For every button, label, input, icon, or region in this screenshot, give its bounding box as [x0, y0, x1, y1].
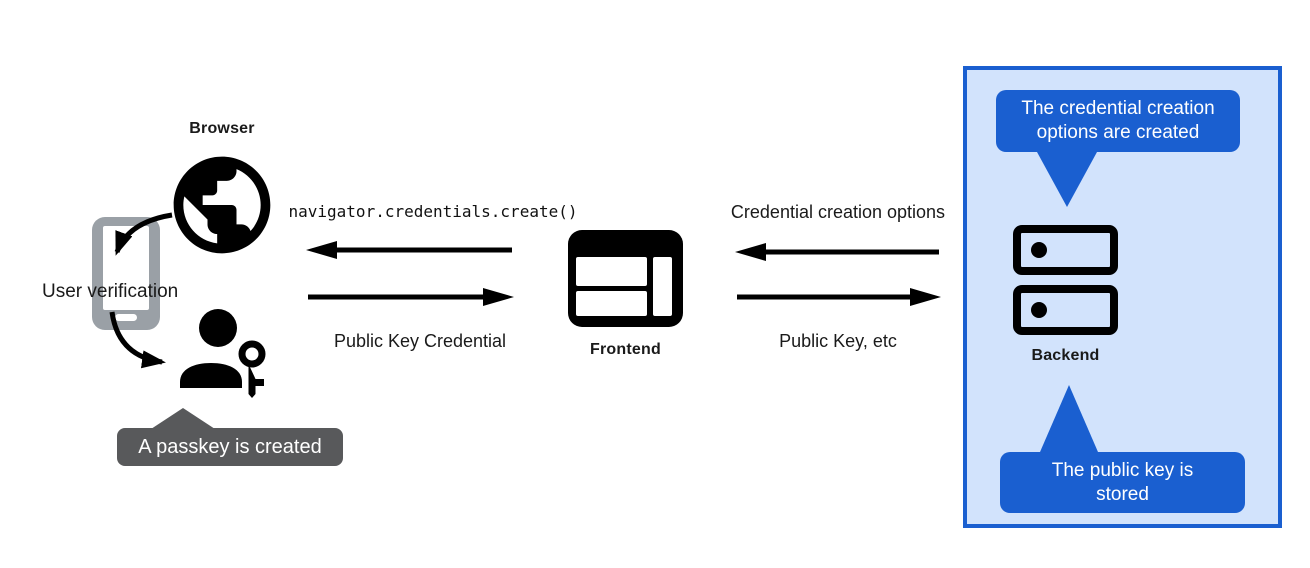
- frontend-title: Frontend: [590, 341, 661, 358]
- navigator-create-label: navigator.credentials.create(): [288, 202, 578, 221]
- public-key-stored-bubble: The public key is stored: [1000, 385, 1245, 513]
- passkey-created-text: A passkey is created: [138, 436, 322, 458]
- browser-window-icon: [568, 230, 683, 327]
- server-icon: [1013, 225, 1118, 335]
- user-verification-label: User verification: [42, 281, 179, 302]
- arrow-backend-to-frontend: [735, 243, 939, 261]
- tooltip-pointer: [151, 408, 215, 429]
- arrow-browser-to-device: [114, 212, 173, 256]
- arrow-frontend-to-backend: [737, 288, 941, 306]
- user-verification-flow-arrows: [109, 212, 173, 369]
- credential-creation-options-label: Credential creation options: [730, 202, 946, 222]
- credential-options-bubble-line2: options are created: [1036, 122, 1200, 143]
- smartphone-icon: [92, 217, 160, 330]
- bubble-pointer-up: [1040, 385, 1098, 452]
- public-key-credential-label: Public Key Credential: [333, 331, 507, 351]
- backend-title: Backend: [1031, 347, 1100, 364]
- arrow-browser-to-frontend: [308, 288, 514, 306]
- globe-icon: [173, 156, 271, 254]
- credential-options-bubble-line1: The credential creation: [1021, 98, 1215, 119]
- browser-title: Browser: [189, 120, 255, 137]
- arrow-device-to-user: [109, 311, 166, 369]
- public-key-stored-line2: stored: [1096, 483, 1149, 505]
- bubble-pointer-down: [1037, 152, 1097, 207]
- backend-panel: The credential creation options are crea…: [963, 66, 1282, 528]
- user-key-icon: [180, 309, 266, 398]
- public-key-etc-label: Public Key, etc: [779, 331, 897, 351]
- arrow-frontend-to-browser: [306, 241, 512, 259]
- passkey-created-tooltip: A passkey is created: [117, 408, 343, 466]
- credential-options-bubble: The credential creation options are crea…: [996, 90, 1240, 207]
- public-key-stored-line1: The public key is: [1051, 459, 1194, 481]
